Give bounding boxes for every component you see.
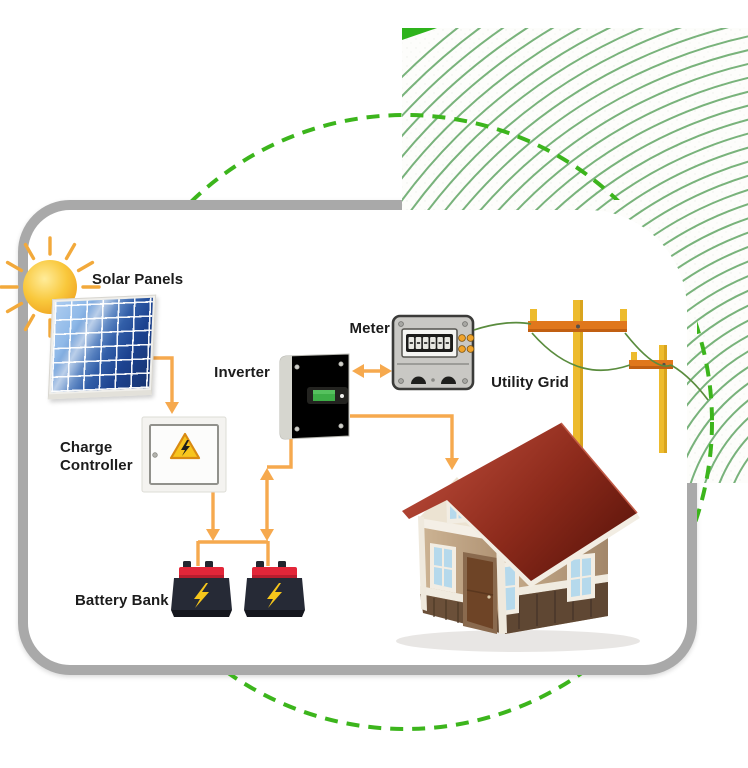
charge-controller-illustration: [141, 416, 227, 493]
label-solar-panels: Solar Panels: [92, 271, 184, 288]
cabinet-handle: [152, 452, 158, 458]
lightning-bolt-icon: [194, 583, 209, 608]
utility-pole-large: [528, 300, 627, 450]
meter-buttons: [458, 334, 475, 353]
wire-battery-bar: [196, 540, 270, 566]
solar-panel-illustration: [47, 294, 157, 400]
battery-right: [244, 561, 305, 617]
warning-triangle-icon: [169, 432, 201, 460]
dashed-circle-decoration: [96, 113, 714, 731]
battery-bank-illustration: [171, 561, 305, 617]
wire-arrowheads: [165, 364, 459, 541]
wire-inverter-to-house: [350, 414, 454, 460]
power-lines: [473, 321, 709, 401]
inverter-illustration: [279, 353, 350, 440]
meter-illustration: [391, 314, 475, 391]
label-battery-bank: Battery Bank: [75, 592, 169, 609]
wire-inverter-to-batteries: [265, 437, 293, 530]
house-door: [463, 552, 497, 634]
green-wedge: [402, 28, 437, 40]
house-illustration: [396, 422, 640, 652]
label-utility-grid: Utility Grid: [491, 374, 569, 391]
content-card: [18, 200, 697, 675]
lightning-bolt-icon: [267, 583, 282, 608]
house-window: [567, 553, 595, 602]
solar-cells: [51, 297, 154, 393]
label-charge-controller: Charge Controller: [60, 439, 133, 474]
label-meter: Meter: [349, 320, 390, 337]
utility-pole-small: [629, 345, 673, 453]
battery-left: [171, 561, 232, 617]
house-window: [430, 543, 456, 593]
house-roof: [402, 423, 637, 581]
label-inverter: Inverter: [214, 364, 270, 381]
